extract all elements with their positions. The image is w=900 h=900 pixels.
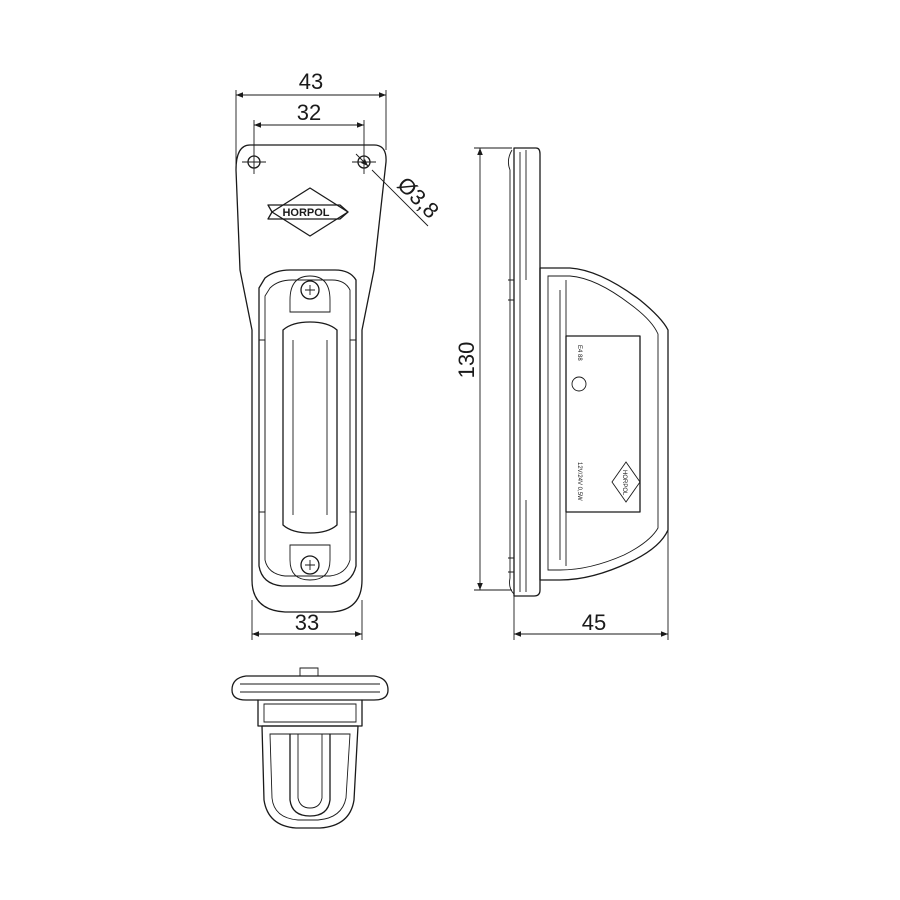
front-view: HORPOL — [235, 144, 387, 613]
logo-text: HORPOL — [282, 207, 329, 219]
bottom-view — [231, 667, 389, 829]
dimension-hole-spacing: 32 — [297, 100, 321, 125]
dimension-body-width: 33 — [295, 610, 319, 635]
front-dimensions: 43 32 Ø3,8 33 — [235, 69, 444, 640]
side-marking-2: 12V/24V 0,5W — [576, 462, 582, 501]
dimension-depth: 45 — [582, 610, 606, 635]
dimension-height: 130 — [454, 342, 479, 379]
svg-text:HORPOL: HORPOL — [621, 470, 627, 496]
side-marking-1: E4 88 — [576, 345, 582, 361]
side-logo: HORPOL — [611, 461, 641, 503]
horpol-logo: HORPOL — [267, 187, 349, 237]
dimension-overall-width: 43 — [299, 69, 323, 94]
side-view: E4 88 12V/24V 0,5W HORPOL — [507, 147, 669, 597]
side-dimensions: 130 45 — [454, 147, 669, 640]
